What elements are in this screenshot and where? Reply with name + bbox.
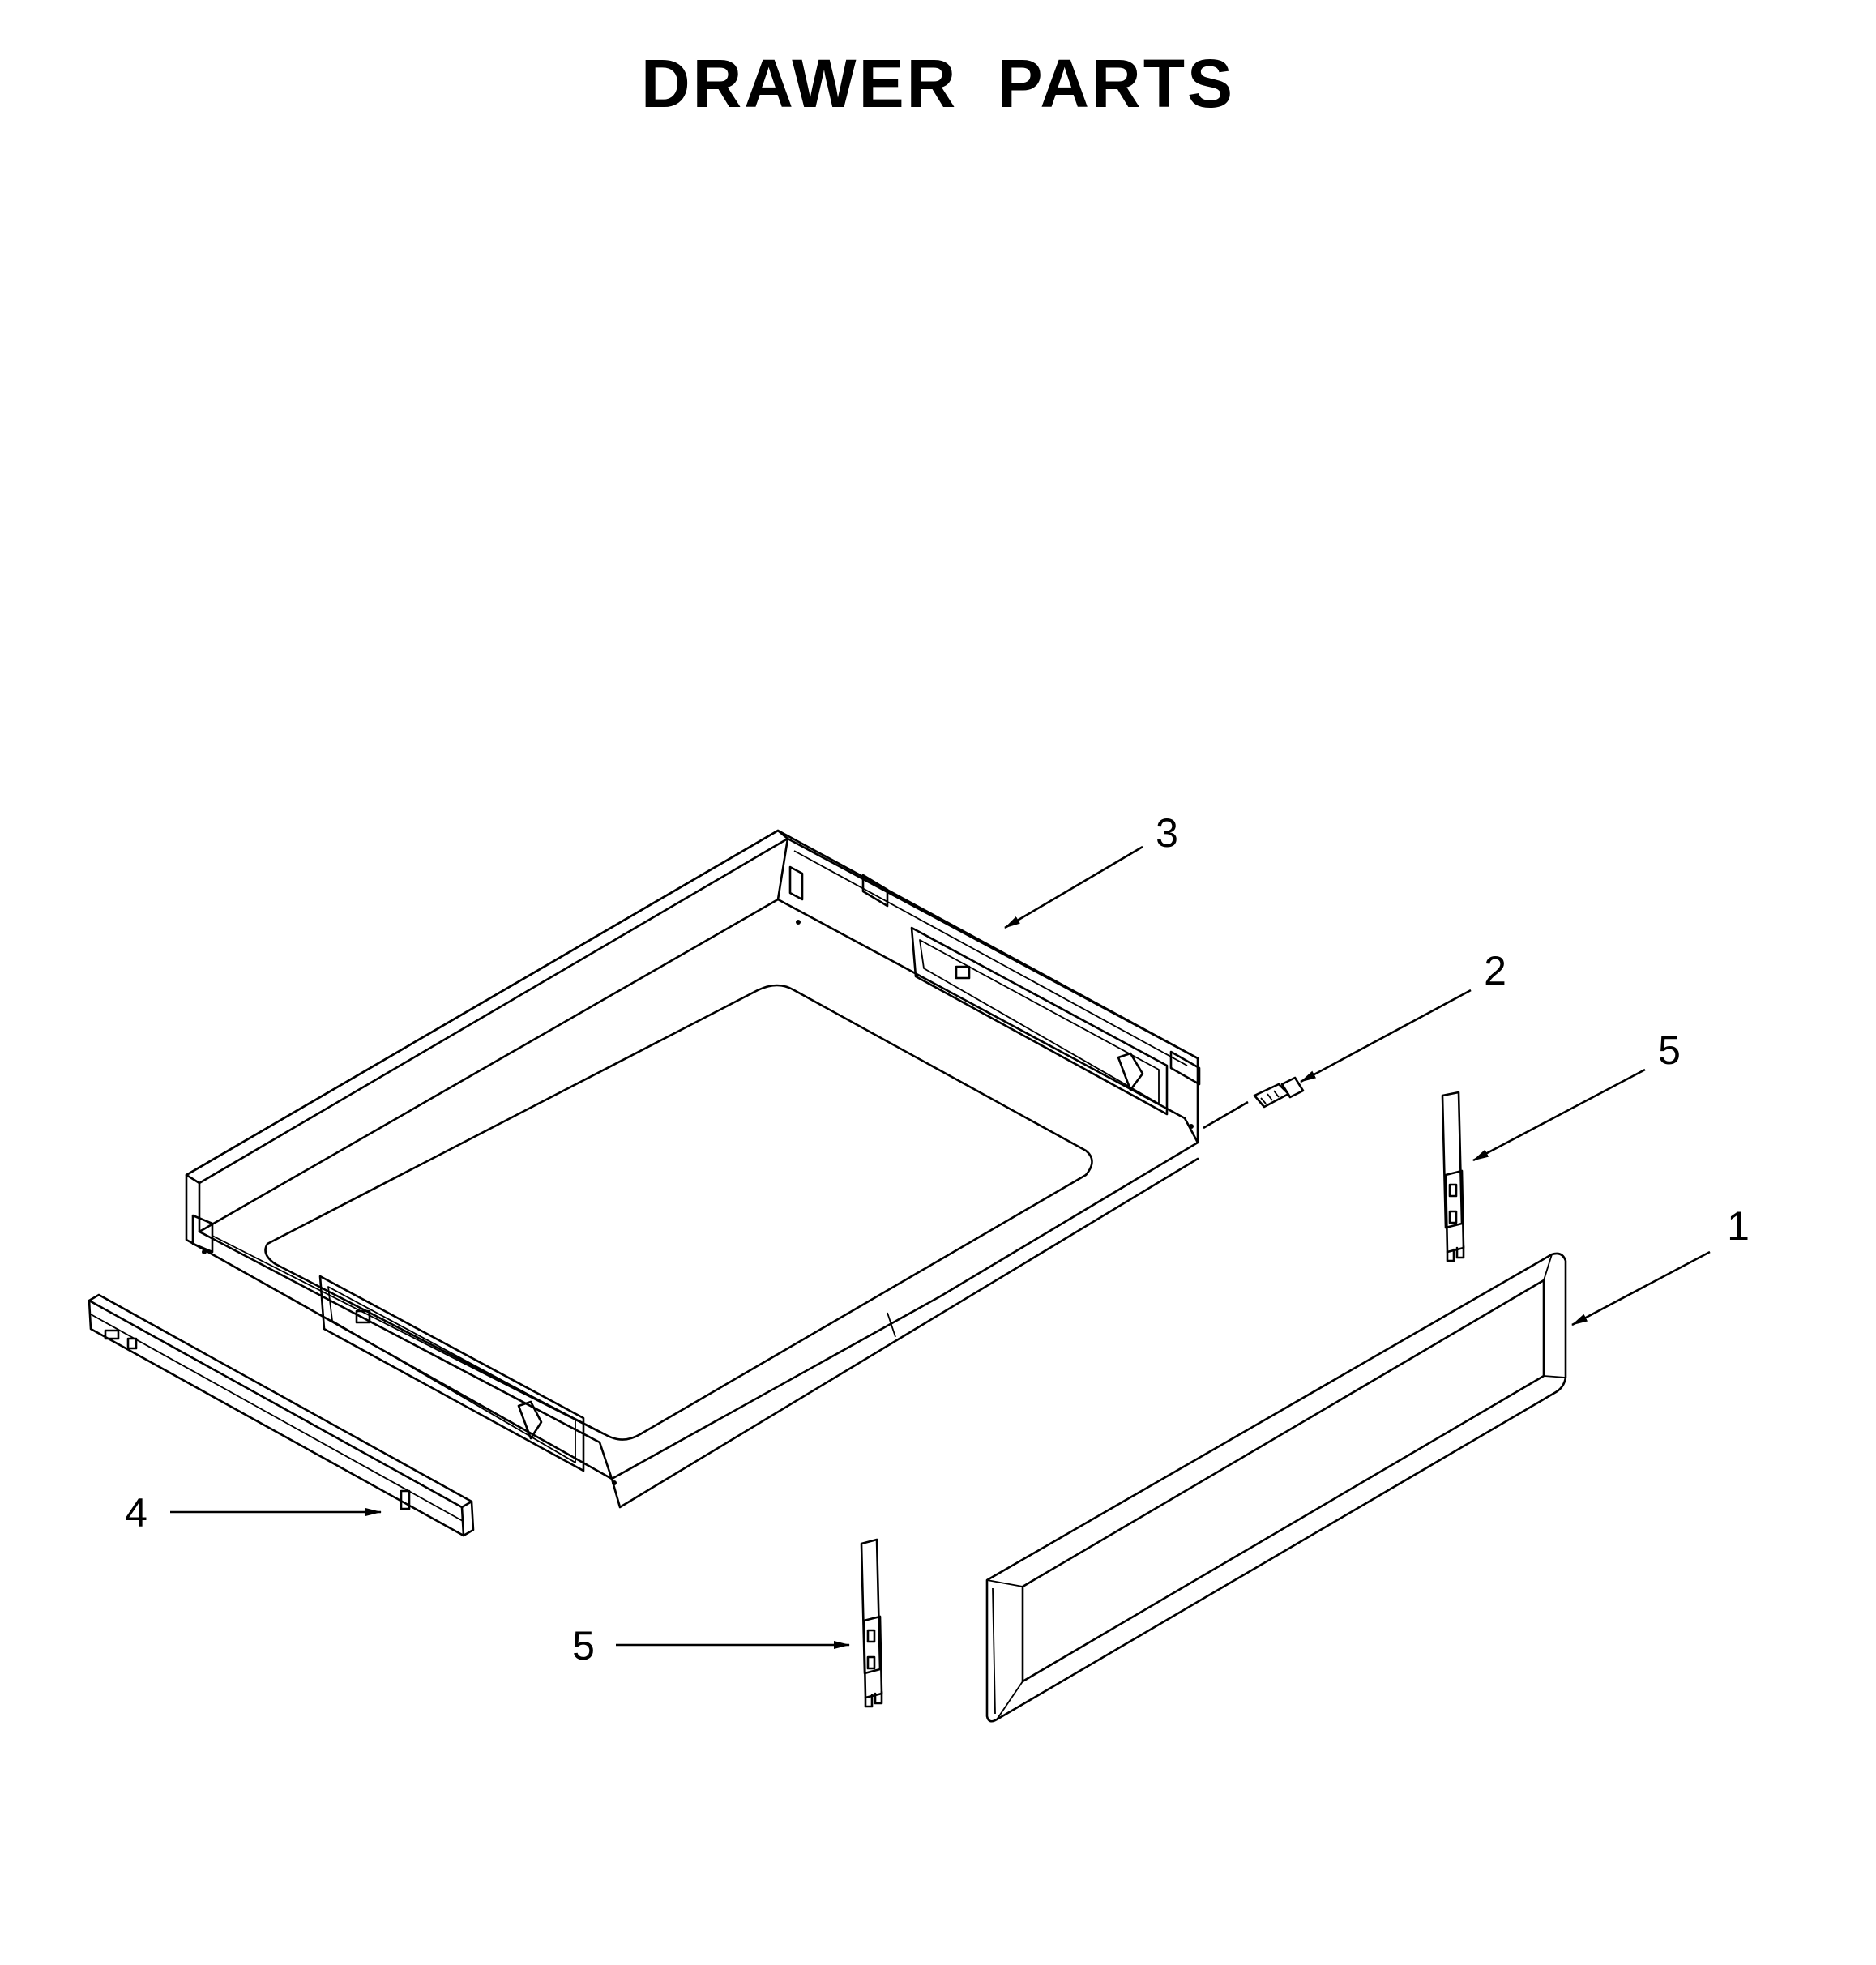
callout-label: 5 [572, 1623, 595, 1668]
callout-5-right: 5 [1472, 1027, 1681, 1162]
callout-4: 4 [125, 1490, 382, 1536]
callout-label: 3 [1156, 810, 1178, 856]
callout-label: 1 [1727, 1203, 1750, 1249]
page-title: DRAWER PARTS [640, 45, 1236, 122]
screw [1253, 1076, 1305, 1109]
callout-label: 5 [1658, 1027, 1681, 1073]
callout-label: 2 [1484, 948, 1506, 993]
callout-label: 4 [125, 1490, 147, 1536]
drawer-body [185, 829, 1201, 1509]
callout-3: 3 [1004, 810, 1178, 929]
callout-5-left: 5 [572, 1623, 850, 1668]
drawer-bracket-right [1441, 1091, 1465, 1262]
drawer-front-panel [985, 1252, 1567, 1723]
callout-1: 1 [1571, 1203, 1750, 1326]
drawer-slide-rail [88, 1293, 475, 1537]
callout-2: 2 [1203, 948, 1506, 1130]
drawer-bracket-left [860, 1538, 883, 1708]
